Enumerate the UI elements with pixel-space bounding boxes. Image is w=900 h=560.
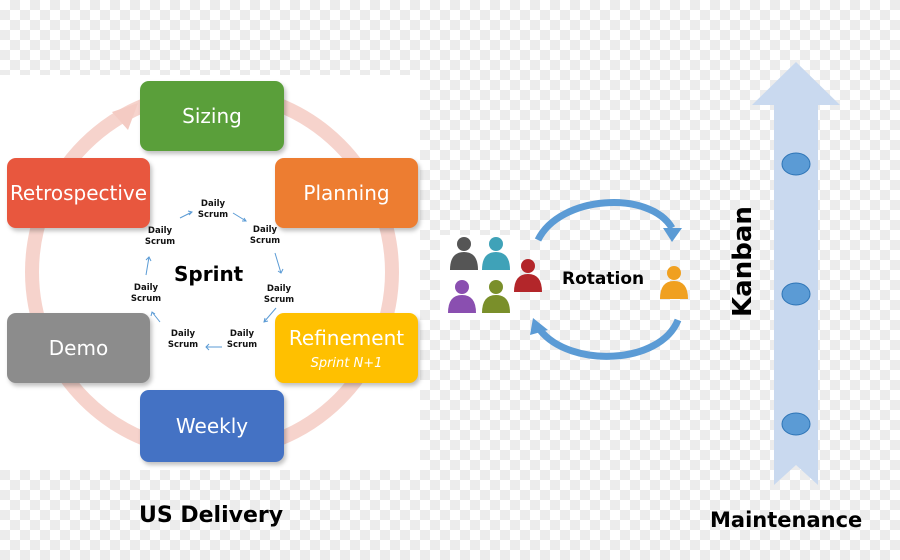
retrospective-label: Retrospective — [9, 181, 148, 205]
daily-scrum-arrows — [145, 210, 284, 351]
person-icon-olive — [482, 280, 510, 313]
kanban-dot-middle — [781, 282, 811, 306]
maintenance-footer: Maintenance — [710, 508, 863, 532]
weekly-box: Weekly — [140, 390, 284, 462]
retrospective-box: Retrospective — [7, 158, 150, 228]
kanban-label: Kanban — [728, 206, 758, 317]
people-icons — [448, 237, 688, 313]
person-icon-teal — [482, 237, 510, 270]
weekly-label: Weekly — [175, 414, 249, 438]
planning-box: Planning — [275, 158, 418, 228]
refinement-label: Refinement — [288, 325, 405, 350]
ring-arrowhead — [112, 103, 138, 130]
person-icon-red — [514, 259, 542, 292]
rotation-label: Rotation — [562, 269, 645, 289]
rotation-arrows — [530, 199, 682, 360]
kanban-arrow — [752, 62, 840, 485]
refinement-box: Refinement Sprint N+1 — [275, 313, 418, 383]
sprint-center-label: Sprint — [174, 262, 244, 286]
person-icon-gray — [450, 237, 478, 270]
person-icon-orange — [660, 266, 688, 299]
person-icon-purple — [448, 280, 476, 313]
sizing-label: Sizing — [182, 104, 242, 128]
planning-label: Planning — [303, 181, 390, 205]
refinement-sublabel: Sprint N+1 — [310, 355, 383, 371]
demo-box: Demo — [7, 313, 150, 383]
demo-label: Demo — [48, 336, 109, 360]
kanban-dot-bottom — [781, 412, 811, 436]
us-delivery-footer: US Delivery — [139, 503, 284, 528]
kanban-dot-top — [781, 152, 811, 176]
sizing-box: Sizing — [140, 81, 284, 151]
